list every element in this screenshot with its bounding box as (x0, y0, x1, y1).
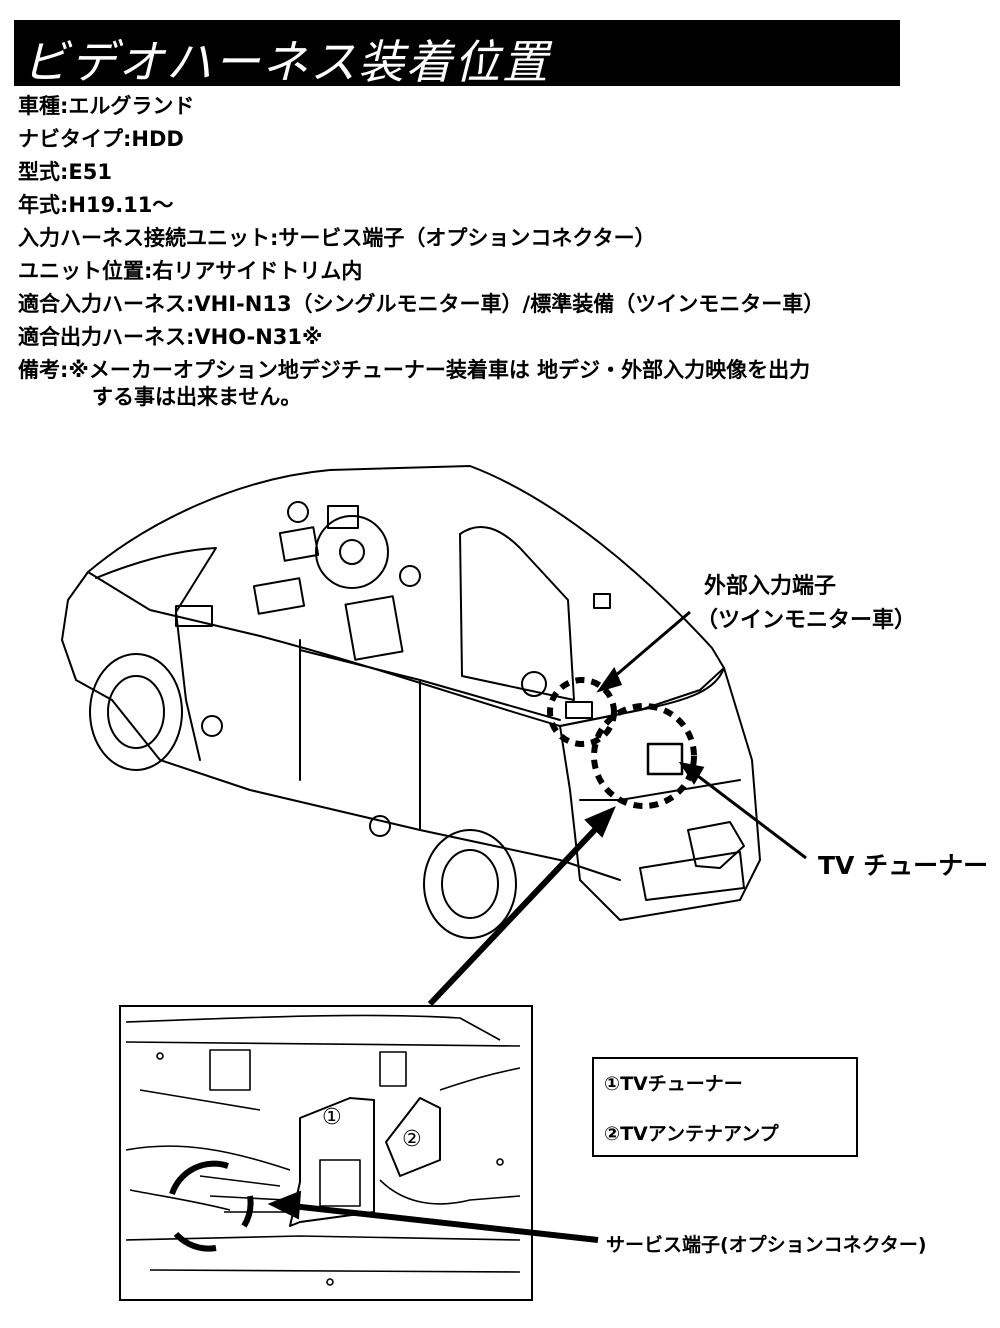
module-box (327, 505, 359, 529)
spec-value: H19.11～ (68, 193, 174, 217)
spec-label: 入力ハーネス接続ユニット (18, 226, 270, 250)
spec-value: サービス端子（オプションコネクター） (278, 226, 656, 250)
spec-value: VHO-N31※ (194, 325, 323, 349)
spec-label: 車種 (18, 94, 60, 118)
detail-frame (119, 1005, 533, 1301)
speaker (201, 715, 223, 737)
spec-row-remarks-continued: する事は出来ません。 (92, 385, 302, 409)
detail-marker-1: ① (322, 1105, 342, 1130)
arrow-service-terminal (267, 1190, 599, 1243)
spec-row-type: 型式:E51 (18, 156, 978, 189)
van-bumper (639, 851, 745, 901)
spec-row-remarks: 備考:※メーカーオプション地デジチューナー装着車は 地デジ・外部入力映像を出力 (18, 354, 978, 387)
module-box (175, 605, 213, 627)
spec-row-input-harness: 適合入力ハーネス:VHI-N13（シングルモニター車）/標準装備（ツインモニター… (18, 288, 978, 321)
legend-item-antenna-amp: ②TVアンテナアンプ (604, 1123, 779, 1145)
van-rear-hatch (559, 667, 761, 921)
spec-separator: : (186, 292, 195, 316)
detail-line-art (125, 1014, 521, 1286)
speaker (399, 565, 421, 587)
callout-external-input: 外部入力端子 (704, 574, 837, 599)
spec-separator: : (60, 160, 69, 184)
van-illustration (61, 465, 761, 939)
callout-external-input-note: （ツインモニター車） (696, 608, 917, 633)
van-spare-mount (687, 821, 745, 869)
spec-row-model: 車種:エルグランド (18, 90, 978, 123)
spec-label: 備考 (18, 358, 60, 382)
van-side (111, 699, 621, 881)
spec-value: ※メーカーオプション地デジチューナー装着車は 地デジ・外部入力映像を出力 (68, 358, 811, 382)
van-roof (87, 465, 725, 727)
spec-row-unit-position: ユニット位置:右リアサイドトリム内 (18, 255, 978, 288)
legend-box: ①TVチューナー ②TVアンテナアンプ (592, 1057, 858, 1157)
callout-tv-tuner: TV チューナー (818, 851, 989, 880)
spec-label: 適合入力ハーネス (18, 292, 186, 316)
title-bar: ビデオハーネス装着位置 (14, 20, 900, 89)
spec-value: 右リアサイドトリム内 (152, 259, 363, 283)
spec-value: E51 (68, 160, 112, 184)
highlight-external-input (547, 677, 617, 747)
module-box (344, 595, 404, 661)
legend-item-tv-tuner: ①TVチューナー (604, 1073, 743, 1095)
spec-row-output-harness: 適合出力ハーネス:VHO-N31※ (18, 321, 978, 354)
van-rear-wheel (423, 829, 517, 939)
highlight-tv-tuner (591, 703, 697, 809)
page-title: ビデオハーネス装着位置 (22, 35, 550, 89)
spec-list: 車種:エルグランド ナビタイプ:HDD 型式:E51 年式:H19.11～ 入力… (18, 90, 978, 414)
spec-label: ナビタイプ (18, 127, 123, 151)
arrow-external-input (596, 610, 691, 693)
module-box (593, 593, 611, 609)
steering-wheel (315, 515, 389, 589)
module-box (278, 526, 320, 562)
spec-row-year: 年式:H19.11～ (18, 189, 978, 222)
van-front-wheel (89, 653, 183, 771)
service-terminal-marker (169, 1160, 254, 1252)
arrow-to-detail (427, 806, 616, 1007)
spec-label: 年式 (18, 193, 60, 217)
arrow-tv-tuner (678, 761, 807, 860)
detail-marker-2: ② (402, 1127, 422, 1152)
spec-row-navi-type: ナビタイプ:HDD (18, 123, 978, 156)
speaker (369, 815, 391, 837)
spec-separator: : (144, 259, 153, 283)
van-hood (61, 571, 113, 701)
callout-service-terminal: サービス端子(オプションコネクター) (606, 1234, 927, 1256)
spec-row-input-unit: 入力ハーネス接続ユニット:サービス端子（オプションコネクター） (18, 222, 978, 255)
spec-label: 適合出力ハーネス (18, 325, 186, 349)
spec-separator: : (60, 358, 69, 382)
van-rear-window (459, 525, 575, 701)
spec-value: VHI-N13（シングルモニター車）/標準装備（ツインモニター車） (194, 292, 825, 316)
spec-separator: : (60, 94, 69, 118)
speaker (521, 671, 547, 697)
speaker (287, 501, 309, 523)
external-input-terminal (565, 701, 593, 719)
van-windshield (95, 547, 217, 613)
spec-value: エルグランド (68, 94, 195, 118)
module-box (252, 577, 306, 615)
spec-label: ユニット位置 (18, 259, 144, 283)
tv-tuner-box (646, 742, 684, 776)
spec-label: 型式 (18, 160, 60, 184)
spec-value: HDD (131, 127, 184, 151)
spec-separator: : (60, 193, 69, 217)
spec-separator: : (186, 325, 195, 349)
spec-separator: : (123, 127, 132, 151)
spec-separator: : (270, 226, 279, 250)
